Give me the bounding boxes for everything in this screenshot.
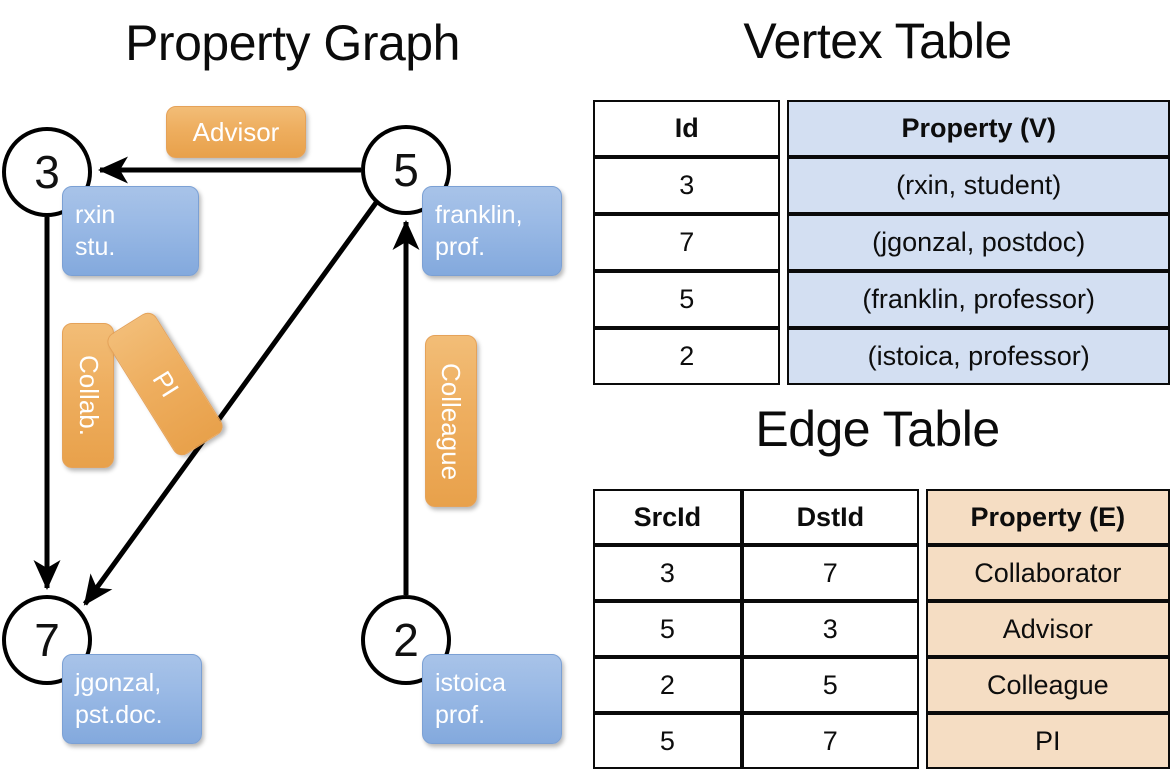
edge-cell-dstid: 7 [741, 545, 919, 601]
edge-cell-srcid: 5 [593, 601, 742, 657]
vertex-table-column-gap [780, 271, 787, 328]
table-row[interactable]: 3 7 Collaborator [593, 545, 1170, 601]
edge-table-header-srcid: SrcId [593, 489, 742, 545]
vertex-cell-property: (franklin, professor) [787, 271, 1170, 328]
vertex-table-header-property: Property (V) [787, 100, 1170, 157]
vertex-table-column-gap [780, 328, 787, 385]
vertex-table: Id Property (V) 3 (rxin, student) 7 (jgo… [593, 100, 1170, 385]
table-row[interactable]: 3 (rxin, student) [593, 157, 1170, 214]
vertex-property-box-7-line1: jgonzal, [75, 669, 162, 697]
vertex-cell-id: 7 [593, 214, 781, 271]
edge-table-column-gap [919, 601, 926, 657]
vertex-property-box-5-line1: franklin, [435, 201, 523, 229]
page-title-edge-table: Edge Table [755, 401, 1000, 457]
edge-5-to-7-pi [82, 198, 381, 606]
edge-cell-srcid: 5 [593, 713, 742, 769]
page-title-vertex-table: Vertex Table [743, 13, 1012, 69]
vertex-cell-id: 3 [593, 157, 781, 214]
edge-cell-dstid: 5 [741, 657, 919, 713]
vertex-table-column-gap [780, 100, 787, 157]
edge-cell-srcid: 3 [593, 545, 742, 601]
graph-node-5[interactable]: 5 [361, 125, 451, 215]
edge-cell-property: Collaborator [925, 545, 1170, 601]
vertex-property-box-5: franklin, prof. [422, 186, 562, 276]
edge-table-column-gap [919, 713, 926, 769]
table-row[interactable]: 2 (istoica, professor) [593, 328, 1170, 385]
vertex-property-box-3-line2: stu. [75, 233, 116, 261]
edge-table-header-row: SrcId DstId Property (E) [593, 489, 1170, 545]
graph-node-3-label: 3 [34, 146, 60, 198]
vertex-property-box-3: rxin stu. [62, 186, 199, 276]
vertex-table-column-gap [780, 214, 787, 271]
vertex-property-box-2: istoica prof. [422, 654, 562, 744]
edge-cell-property: PI [925, 713, 1170, 769]
vertex-cell-id: 5 [593, 271, 781, 328]
edge-table-header-dstid: DstId [741, 489, 919, 545]
table-row[interactable]: 7 (jgonzal, postdoc) [593, 214, 1170, 271]
vertex-property-box-2-line1: istoica [435, 669, 506, 697]
graph-node-5-label: 5 [393, 144, 419, 196]
table-row[interactable]: 2 5 Colleague [593, 657, 1170, 713]
page-title-property-graph: Property Graph [125, 15, 460, 71]
edge-property-box-colleague: Colleague [425, 335, 477, 507]
vertex-cell-property: (jgonzal, postdoc) [787, 214, 1170, 271]
vertex-property-box-7-line2: pst.doc. [75, 701, 163, 729]
graph-node-2[interactable]: 2 [361, 595, 451, 685]
vertex-table-header-row: Id Property (V) [593, 100, 1170, 157]
edge-property-box-advisor: Advisor [166, 106, 306, 158]
edge-cell-property: Advisor [925, 601, 1170, 657]
graph-node-7-label: 7 [34, 614, 60, 666]
graph-node-2-label: 2 [393, 614, 419, 666]
property-graph-diagram: 3 5 7 2 rxin stu. franklin, prof. jgonza… [0, 0, 585, 760]
edge-property-box-colleague-label: Colleague [436, 362, 467, 480]
edge-cell-dstid: 3 [741, 601, 919, 657]
edge-table-column-gap [919, 545, 926, 601]
edge-property-box-collab-label: Collab. [73, 355, 104, 436]
vertex-table-column-gap [780, 157, 787, 214]
vertex-property-box-3-line1: rxin [75, 201, 116, 229]
vertex-cell-property: (rxin, student) [787, 157, 1170, 214]
vertex-property-box-2-line2: prof. [435, 701, 486, 729]
vertex-cell-property: (istoica, professor) [787, 328, 1170, 385]
graph-edges-svg [33, 156, 420, 606]
vertex-cell-id: 2 [593, 328, 781, 385]
edge-property-box-pi-label: PI [146, 365, 185, 403]
vertex-table-header-id: Id [593, 100, 781, 157]
edge-property-box-advisor-label: Advisor [192, 116, 280, 147]
table-row[interactable]: 5 3 Advisor [593, 601, 1170, 657]
edge-table-column-gap [919, 489, 926, 545]
table-row[interactable]: 5 7 PI [593, 713, 1170, 769]
edge-table-column-gap [919, 657, 926, 713]
edge-cell-property: Colleague [925, 657, 1170, 713]
edge-table: SrcId DstId Property (E) 3 7 Collaborato… [593, 489, 1170, 769]
edge-cell-dstid: 7 [741, 713, 919, 769]
vertex-property-box-5-line2: prof. [435, 233, 486, 261]
edge-property-box-collab: Collab. [62, 323, 114, 468]
edge-table-header-property: Property (E) [925, 489, 1170, 545]
table-row[interactable]: 5 (franklin, professor) [593, 271, 1170, 328]
vertex-property-box-7: jgonzal, pst.doc. [62, 654, 202, 744]
edge-cell-srcid: 2 [593, 657, 742, 713]
